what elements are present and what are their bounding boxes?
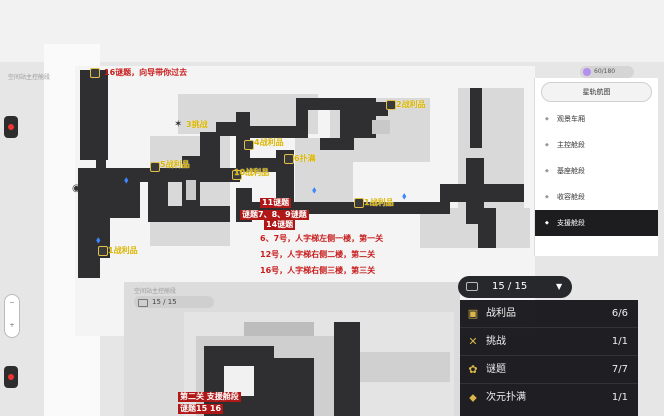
category-label: 次元扑满 — [486, 392, 526, 403]
inset-map[interactable] — [184, 312, 454, 416]
loot-chest-icon[interactable] — [98, 246, 108, 256]
progress-dropdown[interactable]: 15 / 15 ▼ — [458, 276, 572, 298]
puzzle-note: 谜题7、8、9谜题 — [240, 210, 309, 220]
loot-chest-icon[interactable] — [232, 170, 242, 180]
nav-header-button[interactable]: 星轨航图 — [541, 82, 652, 102]
map-icon — [466, 282, 478, 291]
loot-label: 4战利品 — [254, 138, 284, 147]
puzzle-note: 14谜题 — [264, 220, 296, 230]
puzzle-note-top: 16谜题，向导带你过去 — [104, 68, 188, 77]
loot-label: 1战利品 — [108, 246, 138, 255]
inset-map-screenshot: 空间站主控舱段 15 / 15 第二关 支援舱段 谜题15 16 — [124, 282, 460, 416]
nav-item-supply-zone[interactable]: 支援舱段 — [535, 210, 658, 236]
inset-progress-pill[interactable]: 15 / 15 — [134, 296, 214, 308]
zoom-out-button[interactable]: − — [9, 299, 15, 306]
piggy-bank-icon: ⬥ — [469, 391, 477, 404]
nav-item-observation-car[interactable]: 观景车厢 — [535, 106, 658, 132]
route-tip: 16号，人字梯右侧三楼，第三关 — [260, 266, 376, 275]
piggy-bank-icon[interactable] — [284, 154, 294, 164]
route-tip: 12号，人字梯右侧二楼，第二关 — [260, 250, 376, 259]
loot-label: 2战利品 — [396, 100, 426, 109]
category-count: 7/7 — [611, 364, 628, 375]
collection-progress-panel: ▣ 战利品 6/6 ✕ 挑战 1/1 ✿ 谜题 7/7 ⬥ 次元扑满 1/1 — [460, 300, 638, 416]
star-rail-map-nav: 星轨航图 观景车厢 主控舱段 基座舱段 收容舱段 支援舱段 — [534, 78, 658, 256]
loot-label: 1战利品 — [364, 198, 394, 207]
nav-item-master-control[interactable]: 主控舱段 — [535, 132, 658, 158]
left-back-button[interactable] — [4, 116, 18, 138]
category-label: 战利品 — [486, 308, 516, 319]
nav-item-base-zone[interactable]: 基座舱段 — [535, 158, 658, 184]
category-row-puzzle[interactable]: ✿ 谜题 7/7 — [460, 356, 638, 384]
zoom-in-button[interactable]: + — [9, 322, 15, 329]
puzzle-marker-icon[interactable] — [90, 68, 100, 78]
category-count: 6/6 — [611, 308, 628, 319]
exit-marker-icon[interactable]: ◉ — [72, 183, 81, 194]
chevron-down-icon: ▼ — [556, 282, 563, 291]
category-label: 谜题 — [486, 364, 506, 375]
loot-chest-icon[interactable] — [386, 100, 396, 110]
inset-note: 第二关 支援舱段 — [178, 392, 241, 402]
category-label: 挑战 — [486, 336, 506, 347]
loot-label: 10战利品 — [234, 168, 270, 177]
teleport-anchor-icon[interactable]: ⬧ — [312, 185, 317, 196]
chest-icon: ▣ — [467, 307, 479, 320]
teleport-anchor-icon[interactable]: ⬧ — [96, 235, 101, 246]
puzzle-note: 11谜题 — [260, 198, 292, 208]
route-tip: 6、7号，人字梯左侧一楼，第一关 — [260, 234, 384, 243]
loot-chest-icon[interactable] — [354, 198, 364, 208]
puzzle-icon: ✿ — [468, 363, 478, 376]
category-row-piggy[interactable]: ⬥ 次元扑满 1/1 — [460, 384, 638, 412]
top-band — [0, 0, 664, 62]
crossed-swords-icon: ✕ — [468, 335, 478, 348]
piggy-label: 6扑满 — [294, 154, 316, 163]
loot-label: 5战利品 — [160, 160, 190, 169]
challenge-marker-icon[interactable]: ✶ — [174, 119, 183, 130]
category-count: 1/1 — [611, 336, 628, 347]
stellar-jade-counter: 60/180 — [580, 66, 634, 78]
category-count: 1/1 — [611, 392, 628, 403]
inset-title: 空间站主控舱段 — [134, 288, 177, 295]
zoom-control[interactable]: − + — [4, 294, 20, 338]
progress-value: 15 / 15 — [492, 281, 528, 292]
left-back-button[interactable] — [4, 366, 18, 388]
inset-note: 谜题15 16 — [178, 404, 224, 414]
map-corner-title: 空间站主控舱段 — [8, 74, 51, 81]
challenge-label: 3挑战 — [186, 120, 208, 129]
chamber-northeast — [340, 98, 376, 138]
category-row-challenge[interactable]: ✕ 挑战 1/1 — [460, 328, 638, 356]
nav-item-storage-zone[interactable]: 收容舱段 — [535, 184, 658, 210]
teleport-anchor-icon[interactable]: ⬧ — [124, 175, 129, 186]
loot-chest-icon[interactable] — [244, 140, 254, 150]
hall-west — [78, 168, 140, 218]
category-row-loot[interactable]: ▣ 战利品 6/6 — [460, 300, 638, 328]
teleport-anchor-icon[interactable]: ⬧ — [402, 191, 407, 202]
loot-chest-icon[interactable] — [150, 162, 160, 172]
